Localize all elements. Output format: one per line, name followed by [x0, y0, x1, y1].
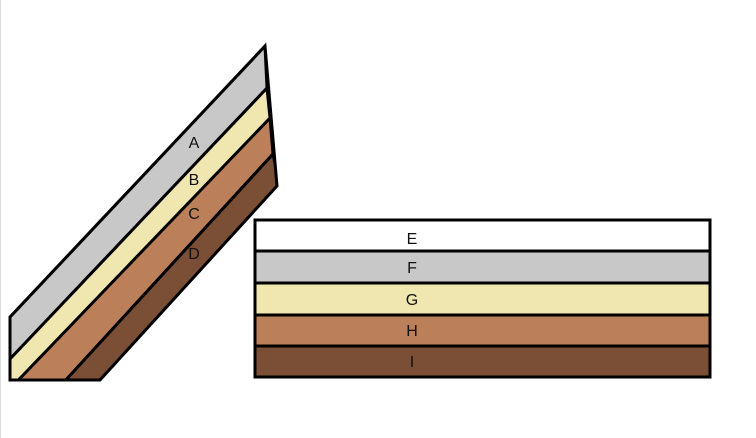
left-edge-rule [0, 0, 1, 438]
flat-layer-g [253, 281, 712, 317]
tilted-layer-c [10, 114, 275, 380]
flat-layer-i [253, 344, 712, 379]
flat-layer-h [253, 313, 712, 348]
tilted-block: A B C D [8, 42, 279, 382]
flat-layer-h-label: H [406, 323, 418, 340]
flat-layer-f [253, 249, 712, 285]
tilted-block-outline [8, 42, 279, 382]
flat-layer-f-label: F [407, 260, 417, 277]
flat-block: E F G H I [253, 218, 712, 379]
flat-layer-e-label: E [407, 231, 418, 248]
flat-layer-e [253, 218, 712, 253]
tilted-layer-d-label: D [188, 246, 200, 263]
tilted-layer-b-label: B [189, 172, 200, 189]
tilted-layer-c-label: C [188, 206, 200, 223]
flat-layer-g-label: G [406, 292, 418, 309]
tilted-layer-a-label: A [189, 135, 200, 152]
flat-layer-i-label: I [410, 354, 414, 371]
